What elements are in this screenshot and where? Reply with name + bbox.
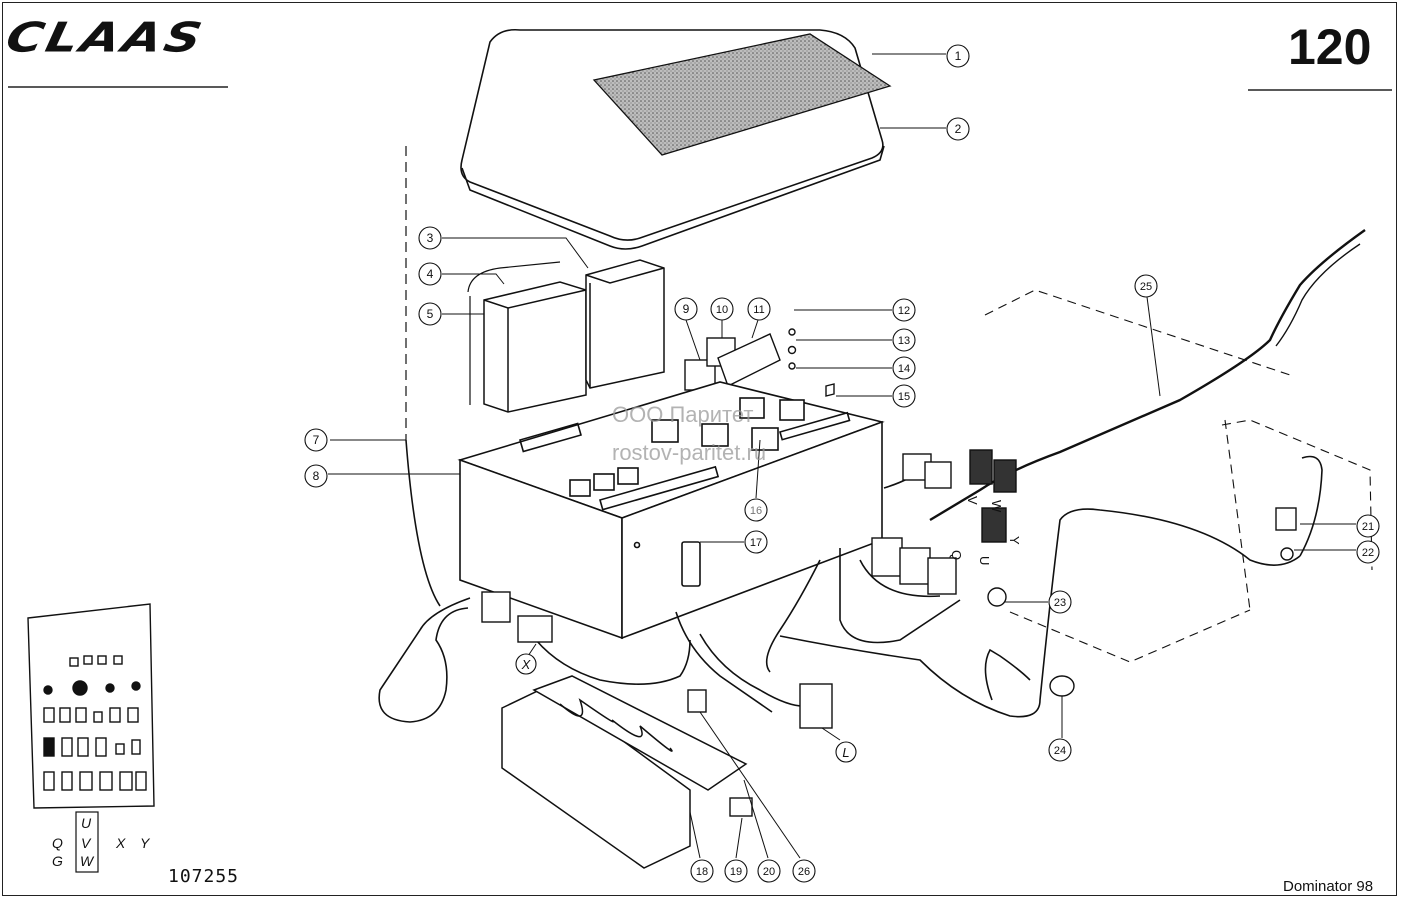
callout-label: 12 [898,305,910,317]
legend-letter-u: U [81,815,92,831]
callout-16: 16 [744,498,768,522]
callout-label: 25 [1140,281,1152,293]
wire-label-v: V [965,496,980,505]
callout-24: 24 [1048,738,1072,762]
callout-15: 15 [892,384,916,408]
callout-label: 18 [696,866,708,878]
leader-lines [328,53,1356,859]
legend-letter-g: G [52,853,63,869]
callout-10: 10 [710,297,734,321]
callout-label: 3 [427,231,434,245]
callout-label: 11 [753,304,764,316]
callout-4: 4 [418,262,442,286]
callout-22: 22 [1356,540,1380,564]
svg-text:L: L [842,745,849,760]
callout-label: 16 [750,505,762,517]
callout-label: 1 [955,49,962,63]
callout-26: 26 [792,859,816,883]
callout-label: 8 [313,469,320,483]
connector-marker-x: X [515,653,537,675]
callout-3: 3 [418,226,442,250]
watermark-company: ООО Паритет [612,402,754,427]
callout-label: 2 [955,122,962,136]
connector-markers: XL [515,653,857,763]
callout-25: 25 [1134,274,1158,298]
callout-label: 22 [1362,547,1374,559]
callout-label: 14 [898,363,910,375]
callout-8: 8 [304,464,328,488]
legend-letter-y: Y [140,835,151,851]
legend-letter-x: X [115,835,126,851]
svg-text:X: X [521,657,532,672]
callout-20: 20 [757,859,781,883]
callout-23: 23 [1048,590,1072,614]
callout-label: 13 [898,335,910,347]
callout-12: 12 [892,298,916,322]
callout-19: 19 [724,859,748,883]
callout-17: 17 [744,530,768,554]
callout-2: 2 [946,117,970,141]
mounting-bracket [501,675,748,869]
callout-label: 21 [1362,521,1374,533]
connector-plugs [481,449,1297,817]
callout-14: 14 [892,356,916,380]
hood-label-sticker [592,33,892,156]
legend-letter-v: V [81,835,92,851]
model-name: Dominator 98 [1283,878,1374,895]
callout-11: 11 [747,297,771,321]
drawing-number: 107255 [168,866,240,887]
callout-5: 5 [418,302,442,326]
callout-label: 19 [730,866,742,878]
callout-label: 17 [750,537,762,549]
legend-letter-q: Q [52,835,63,851]
wire-label-u: U [977,556,992,565]
callout-18: 18 [690,859,714,883]
legend-letter-w: W [80,853,95,869]
callout-label: 20 [763,866,775,878]
callout-label: 26 [798,866,810,878]
callout-label: 9 [683,302,690,316]
callout-9: 9 [674,297,698,321]
main-harness [929,229,1366,522]
callout-label: 23 [1054,597,1066,609]
callout-label: 7 [313,433,320,447]
relay-modules [467,259,665,413]
legend-box [75,811,99,873]
wiring-cables [378,439,1323,723]
callout-label: 10 [716,304,728,316]
small-relays [684,328,835,397]
wire-label-y: Y [1007,536,1022,545]
watermark-url: rostov-paritet.ru [612,440,767,465]
callout-7: 7 [304,428,328,452]
callout-1: 1 [946,44,970,68]
cab-frame-dashed [984,289,1373,663]
callout-13: 13 [892,328,916,352]
callout-label: 4 [427,267,434,281]
connector-marker-l: L [835,741,857,763]
callout-label: 15 [898,391,910,403]
wire-label-q: Q [949,550,964,560]
dash-panel-sketch [27,603,155,809]
page-number: 120 [1288,19,1372,75]
callout-label: 5 [427,307,434,321]
wire-label-w: W [989,500,1004,513]
callout-label: 24 [1054,745,1066,757]
callout-21: 21 [1356,514,1380,538]
